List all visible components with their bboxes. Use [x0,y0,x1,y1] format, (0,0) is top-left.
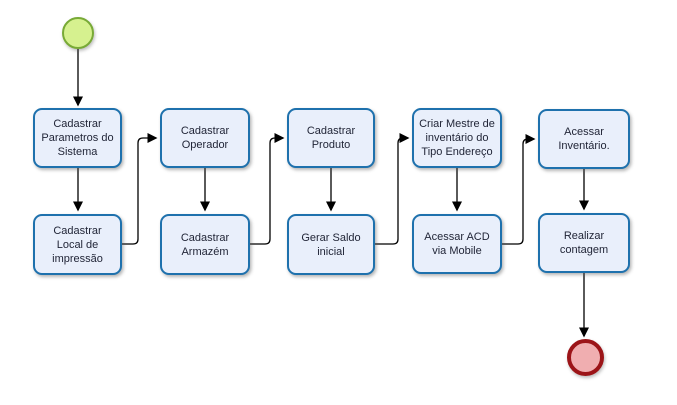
task-cadastrar-armazem: Cadastrar Armazém [160,214,250,275]
task-acessar-acd-mobile: Acessar ACD via Mobile [412,214,502,274]
task-cadastrar-local-impressao: Cadastrar Local de impressão [33,214,122,275]
connector-acd-to-inventario [502,134,536,245]
start-event [62,17,94,49]
connector-local-impressao-to-operador [122,133,158,245]
task-acessar-inventario: Acessar Inventário. [538,109,630,169]
task-label: Criar Mestre de inventário do Tipo Ender… [419,118,495,158]
task-label: Cadastrar Produto [306,125,356,151]
end-event [567,339,604,376]
task-label: Cadastrar Local de impressão [52,224,103,265]
connector-armazem-to-produto [250,133,285,245]
task-cadastrar-produto: Cadastrar Produto [287,108,375,168]
task-cadastrar-operador: Cadastrar Operador [160,108,250,168]
task-criar-mestre-inventario: Criar Mestre de inventário do Tipo Ender… [412,108,502,168]
task-label: Realizar contagem [559,230,609,256]
task-gerar-saldo-inicial: Gerar Saldo inicial [287,214,375,275]
connector-saldo-to-mestre-inventario [375,133,410,245]
task-label: Acessar Inventário. [558,126,610,152]
task-label: Cadastrar Parametros do Sistema [41,118,114,158]
task-label: Acessar ACD via Mobile [424,231,490,257]
task-cadastrar-parametros-sistema: Cadastrar Parametros do Sistema [33,108,122,168]
task-label: Cadastrar Armazém [180,231,230,258]
task-realizar-contagem: Realizar contagem [538,213,630,273]
task-label: Cadastrar Operador [180,125,230,151]
task-label: Gerar Saldo inicial [301,231,361,258]
